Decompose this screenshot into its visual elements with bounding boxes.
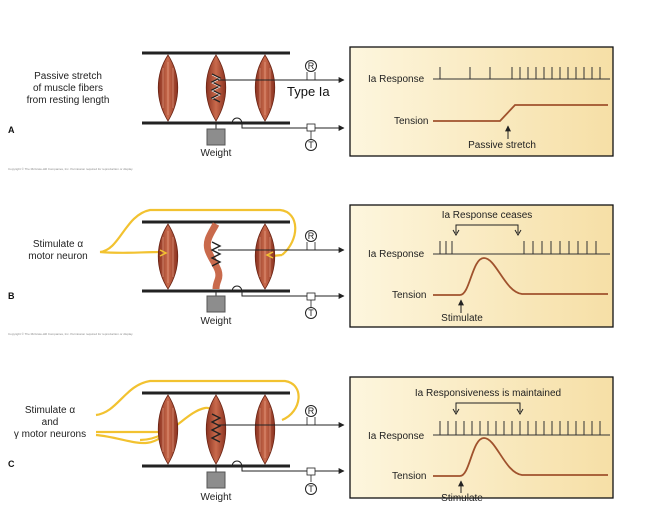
panel-a-graph-box <box>349 46 614 157</box>
panel-b-tension-trace <box>433 257 608 296</box>
panel-b-muscle-right <box>254 223 276 290</box>
panel-c-left-line-2: and <box>42 417 59 428</box>
panel-a-left-line-3: from resting length <box>27 95 110 106</box>
svg-text:R: R <box>308 231 315 241</box>
panel-c-weight-label: Weight <box>201 492 232 503</box>
panel-c-weight <box>206 471 226 489</box>
panel-c-receptor-t: T <box>305 467 317 495</box>
panel-b-top-note: Ia Response ceases <box>442 210 533 221</box>
panel-b-weight <box>206 295 226 313</box>
panel-b-muscle-spindle <box>203 222 223 290</box>
panel-c-response-label: Ia Response <box>368 431 425 442</box>
panel-c-tension-label: Tension <box>392 471 426 482</box>
panel-a-event-label: Passive stretch <box>468 140 536 151</box>
panel-a-muscle-left <box>157 54 179 122</box>
panel-a-tension-trace <box>433 104 608 122</box>
svg-text:R: R <box>308 406 315 416</box>
panel-c-bracket-arrows <box>452 408 524 415</box>
panel-a-letter: A <box>8 125 15 135</box>
panel-c-alpha-nerve <box>95 379 300 422</box>
panel-b-response-spikes <box>439 241 597 254</box>
panel-b-copyright: Copyright © The McGraw-Hill Companies, I… <box>8 332 133 336</box>
panel-a-tension-line <box>231 117 345 131</box>
panel-b-bracket-arrows <box>452 229 522 236</box>
panel-b: Stimulate α motor neuron B Copyright © T… <box>8 204 614 336</box>
panel-a-left-line-1: Passive stretch <box>34 71 102 82</box>
panel-b-left-line-1: Stimulate α <box>33 239 83 250</box>
panel-b-graph-box <box>349 204 614 328</box>
panel-b-muscle-left <box>157 223 179 290</box>
panel-c-muscle-right <box>254 394 276 465</box>
panel-c-tension-trace <box>433 437 608 477</box>
panel-a-muscle-right <box>254 54 276 122</box>
panel-b-weight-label: Weight <box>201 316 232 327</box>
panel-a-receptor-r: R <box>305 60 317 80</box>
panel-b-tension-label: Tension <box>392 290 426 301</box>
panel-b-receptor-t: T <box>305 292 317 319</box>
panel-a-response-spikes <box>439 67 601 79</box>
panel-c-receptor-r: R <box>305 405 317 425</box>
svg-text:T: T <box>308 140 314 150</box>
panel-c-response-spikes <box>439 421 601 435</box>
panel-c: Stimulate α and γ motor neurons C R W <box>8 376 614 504</box>
panel-c-letter: C <box>8 459 15 469</box>
panel-a-left-line-2: of muscle fibers <box>33 83 103 94</box>
panel-c-muscle-left <box>157 394 179 465</box>
panel-c-event-label: Stimulate <box>441 493 483 504</box>
panel-b-left-line-2: motor neuron <box>28 251 87 262</box>
panel-a-copyright: Copyright © The McGraw-Hill Companies, I… <box>8 167 133 171</box>
panel-c-left-line-1: Stimulate α <box>25 405 75 416</box>
panel-a-weight <box>206 128 226 146</box>
panel-b-tension-line <box>231 285 345 299</box>
svg-text:T: T <box>308 484 314 494</box>
panel-a-response-label: Ia Response <box>368 74 425 85</box>
panel-c-muscle-spindle <box>205 394 227 465</box>
panel-b-top-note-bracket <box>455 224 519 233</box>
panel-c-top-note: Ia Responsiveness is maintained <box>415 388 561 399</box>
panel-b-event-label: Stimulate <box>441 313 483 324</box>
panel-a-weight-label: Weight <box>201 148 232 159</box>
panel-b-response-label: Ia Response <box>368 249 425 260</box>
panel-c-top-note-bracket <box>455 402 521 412</box>
panel-a-tension-label: Tension <box>394 116 428 127</box>
panel-c-graph-box <box>349 376 614 499</box>
panel-a-receptor-t: T <box>305 123 317 151</box>
panel-a-muscle-spindle <box>205 54 227 122</box>
panel-a: Passive stretch of muscle fibers from re… <box>8 46 614 171</box>
svg-text:T: T <box>308 308 314 318</box>
panel-c-left-line-3: γ motor neurons <box>14 429 86 440</box>
panel-c-tension-line <box>231 460 345 474</box>
panel-a-fiber-label: Type Ia <box>287 84 330 99</box>
panel-b-letter: B <box>8 291 15 301</box>
panel-c-gamma-nerve <box>95 406 214 445</box>
svg-text:R: R <box>308 61 315 71</box>
panel-b-receptor-r: R <box>305 230 317 250</box>
